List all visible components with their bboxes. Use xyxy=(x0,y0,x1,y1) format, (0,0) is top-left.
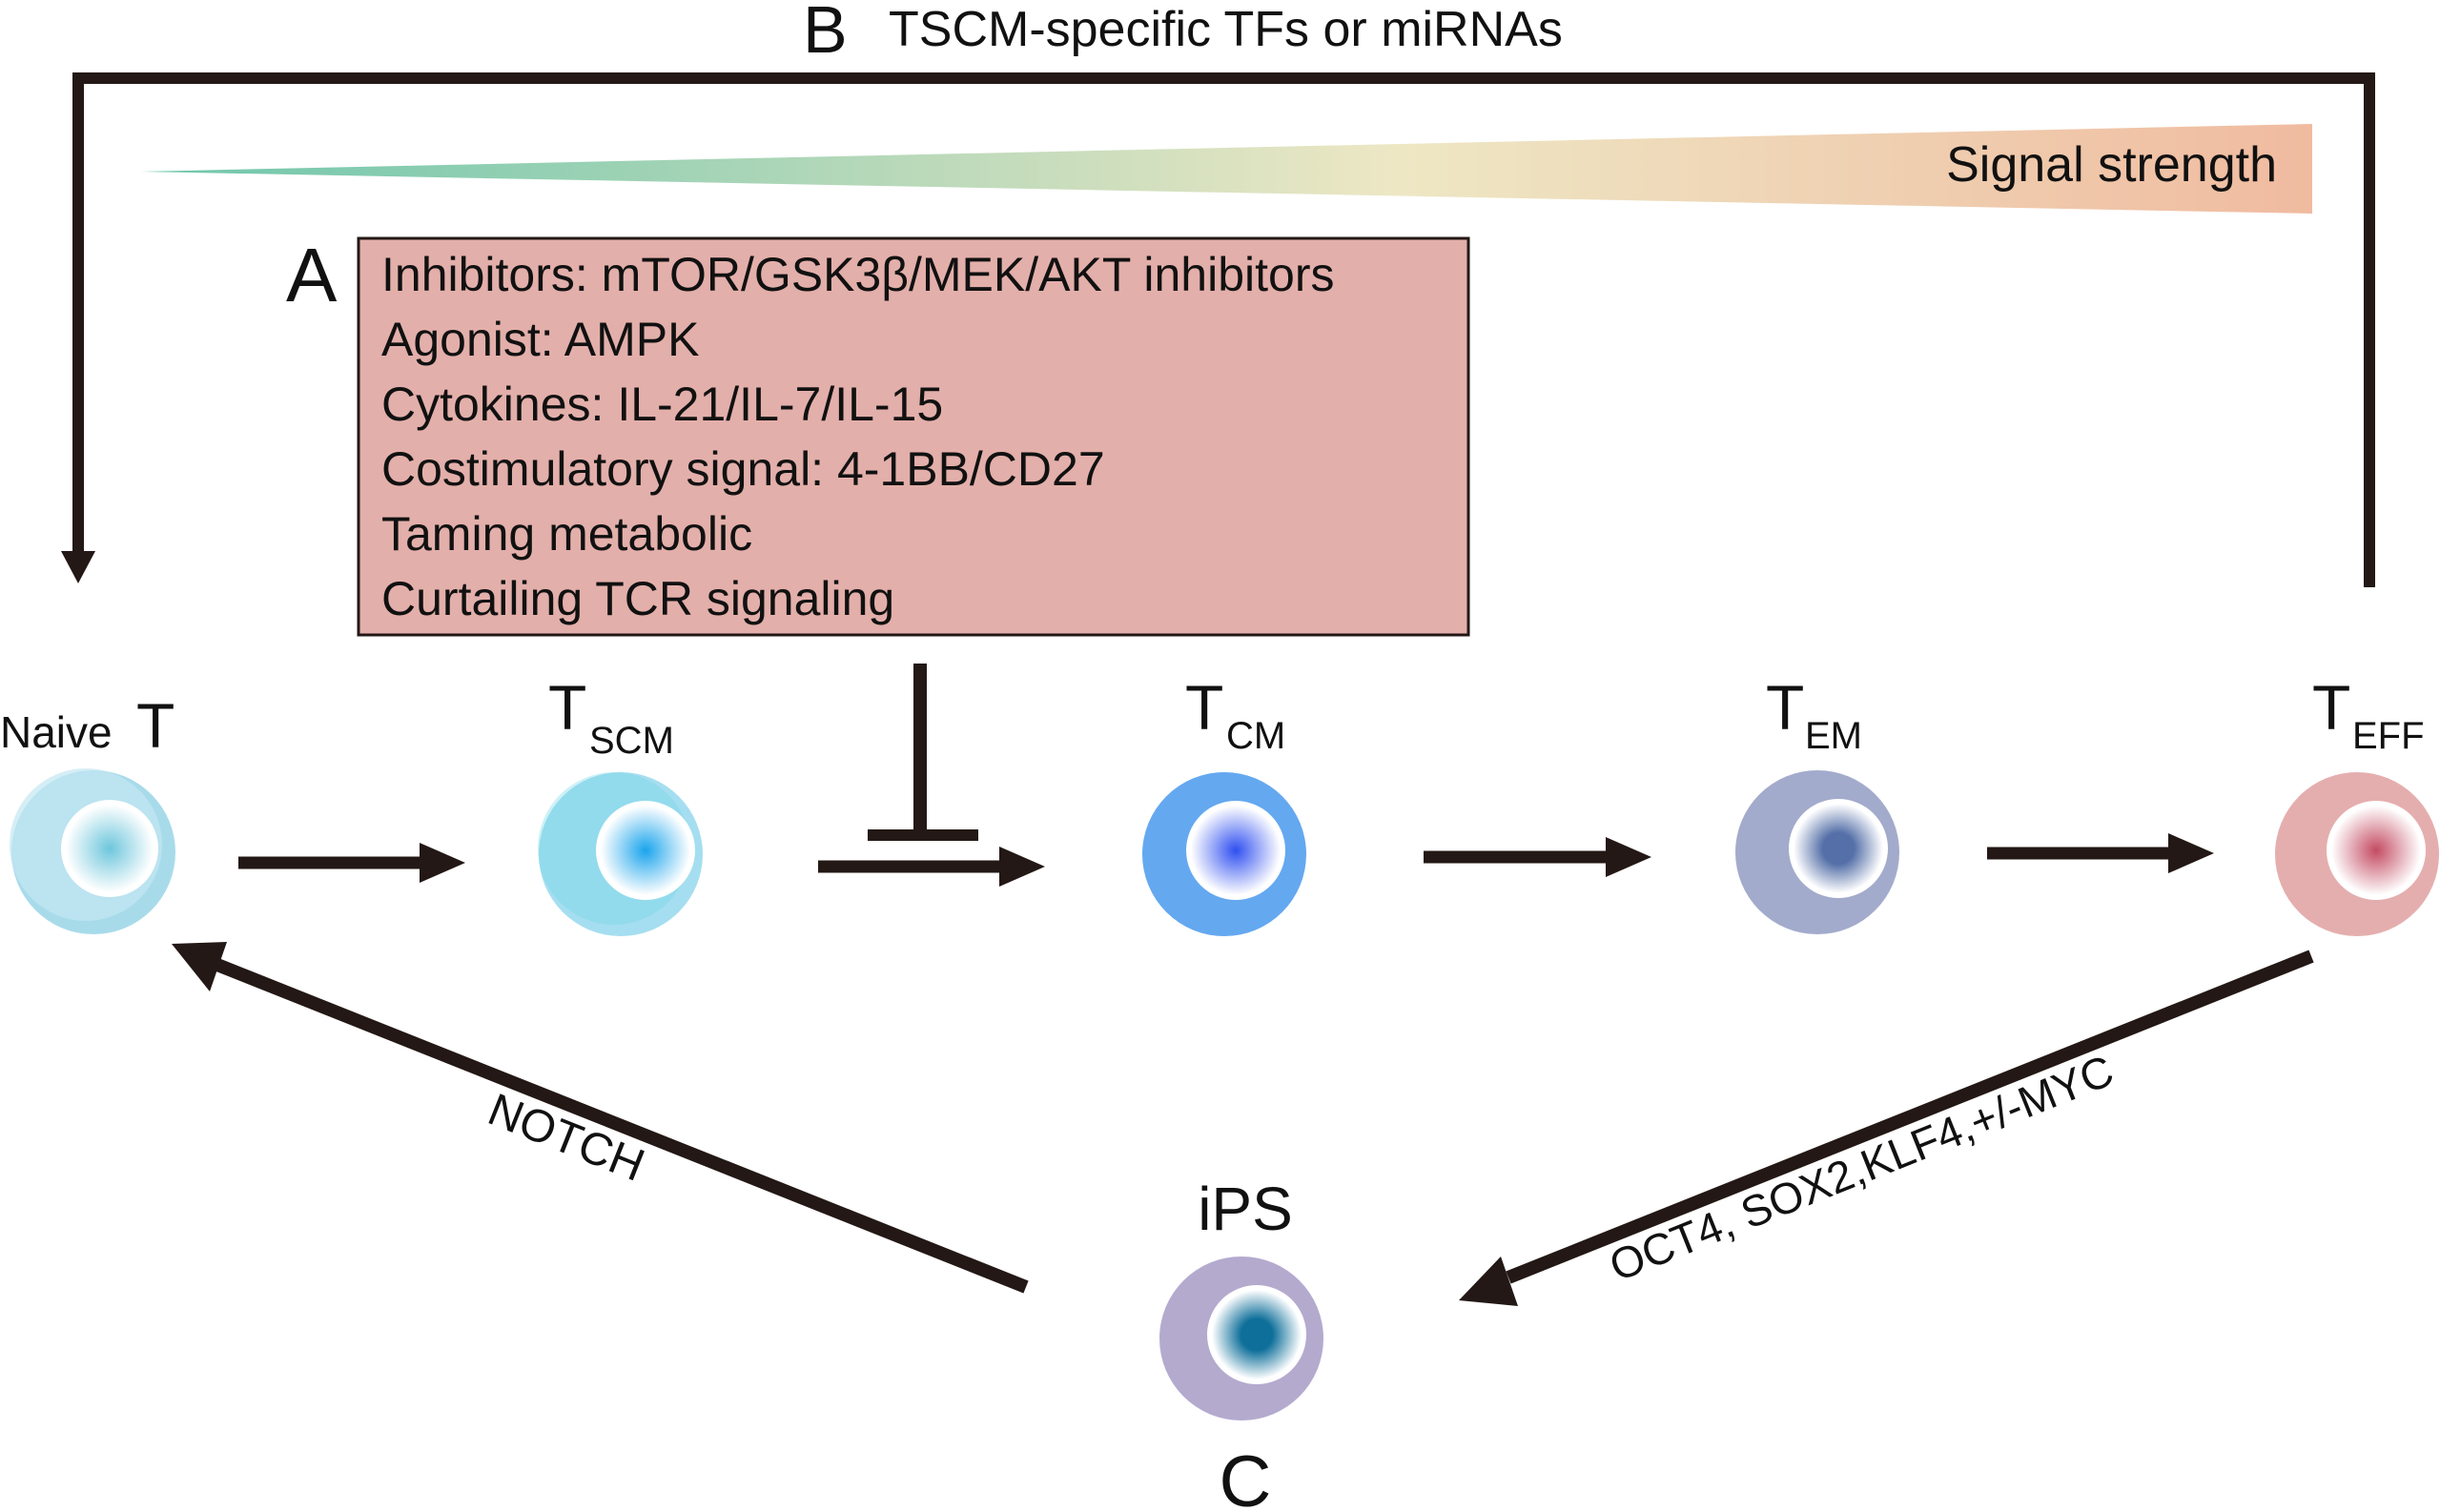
svg-text:Naive: Naive xyxy=(0,707,113,757)
intervention-item: Cytokines: IL-21/IL-7/IL-15 xyxy=(381,378,943,431)
cell-tscm xyxy=(538,772,703,936)
signal-strength-label: Signal strength xyxy=(1946,137,2277,193)
cell-naive-t xyxy=(10,768,175,934)
arrow-tem-to-teff xyxy=(1987,833,2214,873)
label-ips: iPS xyxy=(1198,1175,1293,1243)
reprogramming-label: OCT4, SOX2,KLF4,+/-MYC xyxy=(1603,1045,2121,1291)
intervention-item: Curtailing TCR signaling xyxy=(381,572,894,625)
inhibition-symbol xyxy=(868,664,978,841)
intervention-item: Costimulatory signal: 4-1BB/CD27 xyxy=(381,442,1105,496)
label-teff: T EFF xyxy=(2312,672,2425,757)
arrow-tscm-to-tcm xyxy=(818,847,1045,887)
label-tscm: T SCM xyxy=(548,672,674,762)
panel-b-label: TSCM-specific TFs or miRNAs xyxy=(889,2,1563,57)
svg-text:T: T xyxy=(136,690,174,761)
signal-strength-wedge xyxy=(141,124,2312,214)
intervention-box xyxy=(357,236,1470,637)
panel-b-letter: B xyxy=(803,0,848,67)
arrow-naive-to-tscm xyxy=(238,843,465,883)
intervention-item: Agonist: AMPK xyxy=(381,313,700,366)
svg-text:SCM: SCM xyxy=(589,720,674,762)
svg-text:T: T xyxy=(1185,672,1223,743)
label-naive-t: Naive T xyxy=(0,690,174,761)
label-tcm: T CM xyxy=(1185,672,1285,757)
svg-text:T: T xyxy=(548,672,586,743)
svg-text:T: T xyxy=(2312,672,2350,743)
feedback-loop-arrow xyxy=(61,72,2375,587)
panel-a-letter: A xyxy=(286,233,338,317)
cell-tem xyxy=(1735,770,1899,934)
cell-ips xyxy=(1159,1257,1323,1420)
cell-tcm xyxy=(1142,772,1306,936)
intervention-item: Taming metabolic xyxy=(381,507,752,561)
cell-teff xyxy=(2275,772,2439,936)
arrow-reprogramming xyxy=(1459,950,2314,1306)
intervention-list: Inhibitors: mTOR/GSK3β/MEK/AKT inhibitor… xyxy=(381,248,1334,625)
arrow-notch xyxy=(172,942,1029,1294)
intervention-item: Inhibitors: mTOR/GSK3β/MEK/AKT inhibitor… xyxy=(381,248,1334,301)
svg-text:T: T xyxy=(1766,672,1804,743)
panel-c-letter: C xyxy=(1220,1441,1272,1512)
svg-text:CM: CM xyxy=(1226,715,1285,757)
arrow-tcm-to-tem xyxy=(1424,837,1651,877)
svg-text:EM: EM xyxy=(1805,715,1862,757)
label-tem: T EM xyxy=(1766,672,1862,757)
svg-text:EFF: EFF xyxy=(2352,715,2425,757)
